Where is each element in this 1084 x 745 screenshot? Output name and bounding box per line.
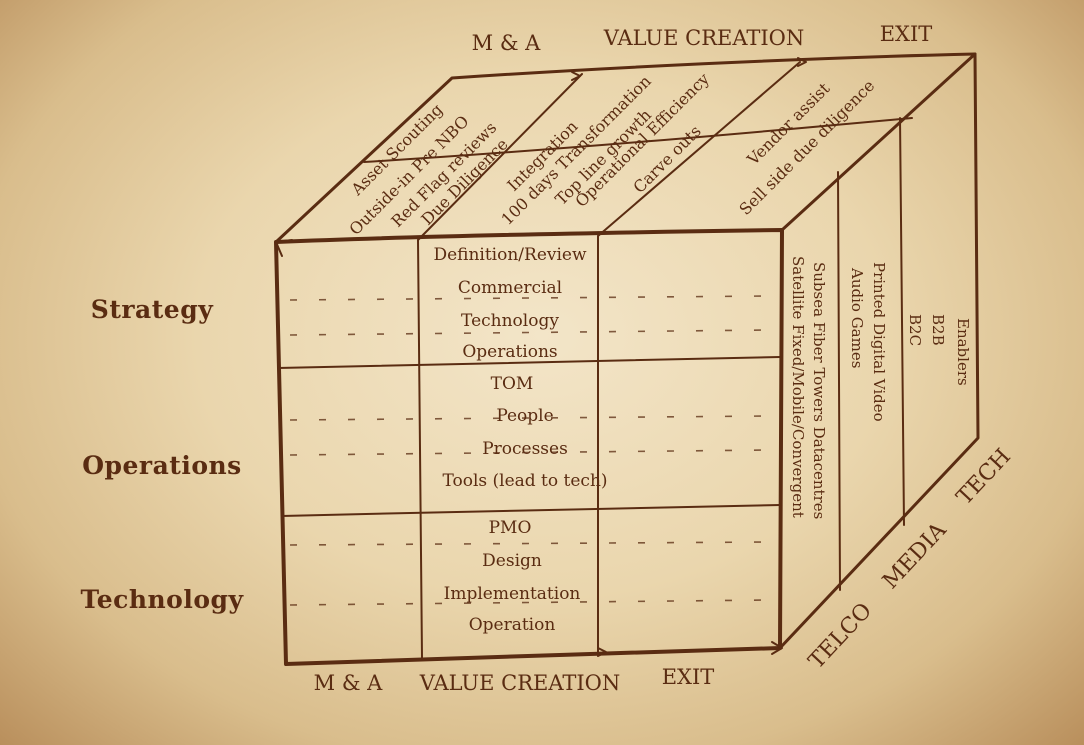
side-item: B2C [906,314,924,346]
bottom-axis-ma: M & A [314,671,384,695]
cell-item: Design [482,551,542,571]
cube-outline [274,52,980,666]
sector-media: MEDIA [878,517,952,594]
row-label-strategy: Strategy [91,295,214,324]
cell-item: Operations [462,342,557,362]
top-group-ma: Asset Scouting Outside-in Pre NBO Red Fl… [345,100,511,239]
cell-item: Processes [482,439,568,459]
side-item: Subsea Fiber Towers Datacentres [810,262,828,519]
top-grid [363,61,913,241]
cell-item: Definition/Review [433,245,587,265]
top-axis-ma: M & A [472,31,542,55]
top-group-exit: Vendor assist Sell side due diligence [735,76,878,219]
top-group-value-creation: Integration 100 days Transformation Top … [497,69,713,229]
right-grid [837,117,905,591]
cell-item: Tools (lead to tech) [442,471,607,491]
side-item: Printed Digital Video [870,262,888,422]
axis-arrows [275,57,807,657]
top-axis-value-creation: VALUE CREATION [603,26,805,50]
cell-item: PMO [489,518,532,538]
row-label-operations: Operations [82,451,242,480]
cell-item: Implementation [444,584,581,604]
side-item: Enablers [954,318,972,386]
front-cell-technology: PMO Design Implementation Operation [444,518,581,635]
front-cell-strategy: Definition/Review Commercial Technology … [433,245,587,362]
side-group-tech: B2C B2B Enablers [906,314,972,386]
cell-item: Technology [461,311,559,331]
bottom-axis-exit: EXIT [662,665,715,689]
side-item: Audio Games [848,267,866,368]
front-cell-operations: TOM People Processes Tools (lead to tech… [442,374,607,491]
cell-item: TOM [491,374,534,394]
bottom-axis-value-creation: VALUE CREATION [419,671,621,695]
side-item: B2B [929,314,947,346]
side-item: Satellite Fixed/Mobile/Convergent [789,256,807,518]
front-grid [277,235,781,659]
cell-item: Operation [469,615,556,635]
top-axis-exit: EXIT [880,22,933,46]
side-group-telco: Satellite Fixed/Mobile/Convergent Subsea… [789,256,828,519]
row-label-technology: Technology [80,585,244,614]
side-group-media: Printed Digital Video Audio Games [848,262,888,422]
cell-item: Commercial [458,278,562,298]
cell-item: People [496,406,553,426]
